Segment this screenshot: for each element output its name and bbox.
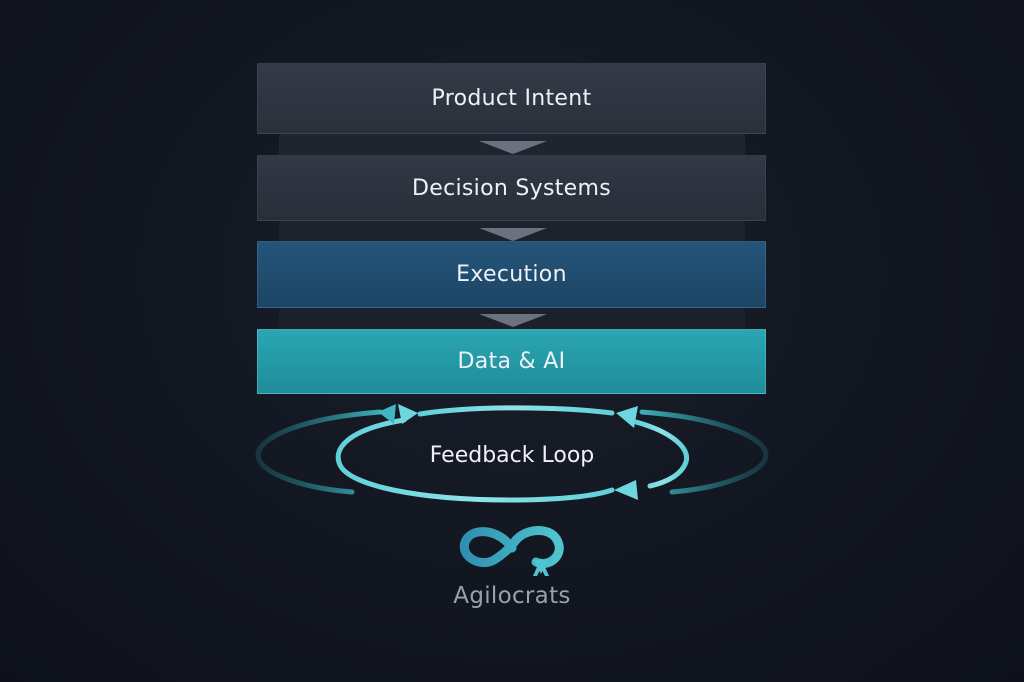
layer-label: Decision Systems xyxy=(412,175,611,201)
layer-label: Execution xyxy=(456,262,567,287)
layer-data-ai: Data & AI xyxy=(257,329,766,394)
feedback-loop-label: Feedback Loop xyxy=(429,443,595,468)
layer-label: Data & AI xyxy=(457,349,566,374)
down-arrow-icon xyxy=(479,141,547,154)
brand-name: Agilocrats xyxy=(453,583,571,609)
down-arrow-icon xyxy=(479,314,547,327)
layer-label: Product Intent xyxy=(431,86,592,111)
layer-decision-systems: Decision Systems xyxy=(257,155,766,221)
layer-product-intent: Product Intent xyxy=(257,63,766,134)
layer-execution: Execution xyxy=(257,241,766,308)
down-arrow-icon xyxy=(479,228,547,241)
